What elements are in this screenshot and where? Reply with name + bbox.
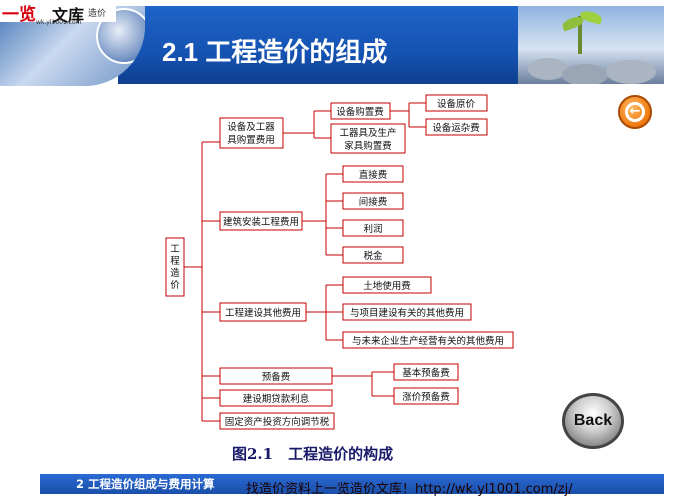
- node-b2: [219, 211, 303, 231]
- title-bar: [118, 6, 518, 84]
- node-b2-3: [342, 246, 404, 264]
- node-b3-2: [342, 331, 514, 349]
- node-b3-0: [342, 276, 432, 294]
- b4-child-1: 涨价预备费: [402, 391, 450, 403]
- b4-child-0: 基本预备费: [402, 367, 450, 379]
- footer-link[interactable]: 找造价资料上一览造价文库！http://wk.yl1001.com/zj/: [246, 482, 573, 497]
- node-b1: [219, 117, 284, 149]
- b3-child-0: 土地使用费: [363, 280, 411, 292]
- logo-text-2: 文库: [52, 6, 85, 25]
- root-label-1: 工: [170, 244, 180, 255]
- b1-label-2: 具购置费用: [227, 134, 275, 146]
- b6-label: 固定资产投资方向调节税: [225, 416, 330, 428]
- node-labels: 工 程 造 价 设备及工器 具购置费用 建筑安装工程费用 工程建设其他费用 预备…: [170, 98, 504, 428]
- figure-caption: 图2.1 工程造价的构成: [232, 445, 394, 463]
- node-b2-2: [342, 219, 404, 237]
- node-c1a: [425, 94, 488, 112]
- b4-label: 预备费: [262, 371, 291, 383]
- node-b4-0: [393, 363, 459, 381]
- c1-label: 设备购置费: [336, 106, 384, 118]
- b5-label: 建设期贷款利息: [243, 393, 310, 405]
- b2-child-1: 间接费: [359, 196, 388, 208]
- c2-label-1: 工器具及生产: [339, 127, 396, 139]
- back-button[interactable]: Back: [562, 393, 624, 449]
- node-b2-1: [342, 192, 404, 210]
- header-photo-right: [518, 6, 668, 84]
- slide-header: 一览 文库 造价 wk.yl1001.com 2.1 工程造价的组成: [0, 0, 674, 88]
- b1-label-1: 设备及工器: [227, 121, 275, 133]
- c1b-label: 设备运杂费: [432, 122, 480, 134]
- node-b5: [219, 389, 333, 407]
- root-label-2: 程: [170, 256, 180, 267]
- page-title: 2.1 工程造价的组成: [162, 37, 388, 67]
- root-node: [165, 237, 185, 297]
- b2-child-3: 税金: [363, 250, 383, 262]
- back-button-label: Back: [573, 412, 613, 429]
- root-label-4: 价: [170, 280, 180, 291]
- node-b4: [219, 367, 333, 385]
- b2-label: 建筑安装工程费用: [223, 216, 299, 228]
- node-b4-1: [393, 387, 459, 405]
- logo-sub: 造价: [88, 9, 107, 19]
- slide-border: [664, 0, 674, 500]
- node-b6: [219, 412, 335, 430]
- b3-child-1: 与项目建设有关的其他费用: [350, 307, 464, 319]
- sprout-icon: [578, 16, 582, 54]
- b2-child-0: 直接费: [359, 169, 388, 181]
- logo-text: 一览: [2, 5, 36, 25]
- c2-label-2: 家具购置费: [344, 140, 392, 152]
- node-b3: [219, 302, 307, 322]
- node-c2: [330, 123, 406, 154]
- node-b2-0: [342, 165, 404, 183]
- arrow-left-icon: ←: [625, 102, 645, 122]
- b2-child-2: 利润: [363, 223, 382, 235]
- b3-label: 工程建设其他费用: [225, 307, 301, 319]
- node-b3-1: [342, 303, 472, 321]
- node-boxes: [165, 94, 514, 430]
- back-arrow-button[interactable]: ←: [618, 95, 652, 129]
- root-label-3: 造: [170, 267, 180, 279]
- connector-lines: [184, 102, 426, 422]
- c1a-label: 设备原价: [437, 98, 476, 110]
- node-c1b: [425, 118, 488, 136]
- b3-child-2: 与未来企业生产经营有关的其他费用: [352, 335, 504, 347]
- node-c1: [330, 102, 391, 120]
- footer-bar: 2 工程造价组成与费用计算: [40, 474, 664, 494]
- logo[interactable]: 一览 文库 造价 wk.yl1001.com: [0, 0, 116, 26]
- footer-chapter: 2 工程造价组成与费用计算: [76, 477, 215, 491]
- logo-url: wk.yl1001.com: [36, 19, 82, 26]
